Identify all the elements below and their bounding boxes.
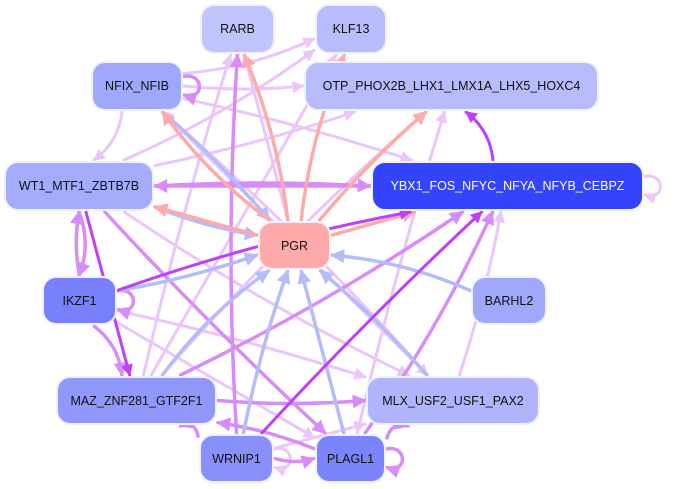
- edge-wt1-to-otp: [153, 109, 357, 168]
- node-plagl1[interactable]: PLAGL1: [317, 436, 384, 481]
- node-label: BARHL2: [484, 293, 534, 308]
- node-label: KLF13: [332, 22, 370, 36]
- edge-plagl1-to-plagl1: [382, 446, 405, 479]
- edge-plagl1-to-mlx: [385, 415, 410, 440]
- edge-mlx-to-pgr: [318, 269, 429, 377]
- edge-nfix-to-nfix: [179, 74, 202, 106]
- edge-maz-to-ybx1: [178, 210, 465, 377]
- edge-wrnip1-to-maz: [178, 415, 200, 438]
- edge-ikzf1-to-pgr: [116, 252, 259, 293]
- edge-barhl2-to-pgr: [330, 249, 472, 293]
- edge-wt1-to-plagl1: [103, 210, 327, 435]
- node-klf13[interactable]: KLF13: [317, 6, 385, 52]
- node-label: MAZ_ZNF281_GTF2F1: [70, 393, 203, 408]
- node-label: OTP_PHOX2B_LHX1_LMX1A_LHX5_HOXC4: [322, 79, 581, 93]
- edge-ybx1-to-ybx1: [640, 174, 662, 205]
- node-label: YBX1_FOS_NFYC_NFYA_NFYB_CEBPZ: [390, 179, 625, 193]
- edge-pgr-to-wt1: [153, 203, 259, 237]
- edge-wt1-to-klf13: [122, 48, 316, 162]
- edge-nfix-to-wt1: [92, 110, 124, 162]
- node-wrnip1[interactable]: WRNIP1: [201, 436, 272, 481]
- node-maz[interactable]: MAZ_ZNF281_GTF2F1: [58, 378, 215, 423]
- node-wt1[interactable]: WT1_MTF1_ZBTB7B: [6, 163, 152, 209]
- edge-maz-to-pgr: [160, 269, 271, 377]
- node-label: IKZF1: [62, 293, 97, 308]
- edge-wrnip1-to-rarb: [229, 53, 244, 435]
- edge-ybx1-to-otp: [464, 110, 495, 162]
- node-label: PLAGL1: [326, 451, 375, 466]
- edge-plagl1-to-pgr: [297, 269, 346, 435]
- node-label: WT1_MTF1_ZBTB7B: [18, 179, 140, 193]
- edge-wrnip1-to-pgr: [241, 269, 291, 435]
- edge-wt1-to-ikzf1: [77, 210, 91, 277]
- node-pgr[interactable]: PGR: [260, 223, 329, 268]
- edge-ikzf1-to-wt1: [69, 210, 84, 277]
- node-label: NFIX_NFIB: [105, 79, 169, 93]
- node-barhl2[interactable]: BARHL2: [473, 278, 545, 323]
- edge-plagl1-to-maz: [216, 417, 316, 451]
- edge-nfix-to-pgr: [160, 110, 272, 222]
- node-nfix[interactable]: NFIX_NFIB: [93, 63, 181, 109]
- edge-wrnip1-to-plagl1: [273, 455, 316, 469]
- edge-ikzf1-to-plagl1: [116, 321, 316, 439]
- node-ybx1[interactable]: YBX1_FOS_NFYC_NFYA_NFYB_CEBPZ: [373, 163, 642, 209]
- edge-plagl1-to-otp: [355, 110, 448, 435]
- edge-pgr-to-nfix: [160, 110, 272, 222]
- edge-ikzf1-to-mlx: [116, 309, 367, 380]
- node-rarb[interactable]: RARB: [202, 6, 273, 52]
- node-label: PGR: [280, 238, 309, 253]
- node-label: WRNIP1: [212, 451, 261, 466]
- node-label: RARB: [220, 22, 255, 36]
- node-otp[interactable]: OTP_PHOX2B_LHX1_LMX1A_LHX5_HOXC4: [306, 63, 597, 109]
- edge-pgr-to-rarb: [242, 53, 290, 222]
- edge-ikzf1-to-ikzf1: [113, 288, 136, 321]
- node-label: MLX_USF2_USF1_PAX2: [382, 393, 524, 408]
- node-ikzf1[interactable]: IKZF1: [44, 278, 115, 323]
- edge-wrnip1-to-mlx: [273, 420, 367, 450]
- node-mlx[interactable]: MLX_USF2_USF1_PAX2: [368, 378, 538, 423]
- edge-pgr-to-otp: [317, 110, 428, 222]
- edge-wrnip1-to-wrnip1: [270, 447, 292, 477]
- edge-wt1-to-mlx: [122, 210, 411, 377]
- edge-nfix-to-otp: [182, 81, 305, 94]
- edge-pgr-to-ybx1: [330, 208, 417, 237]
- edge-wrnip1-to-ybx1: [260, 210, 484, 435]
